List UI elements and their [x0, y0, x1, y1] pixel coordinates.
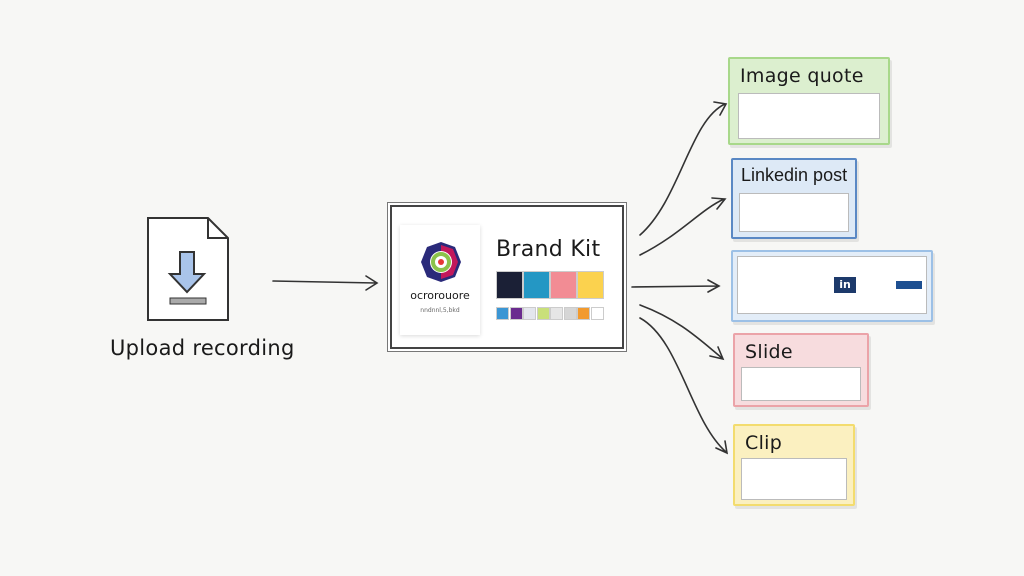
- wide-post-preview: in: [737, 256, 927, 314]
- upload-file-icon: [146, 216, 230, 322]
- secondary-color-swatch: [563, 307, 577, 320]
- arrow-to-linkedin-post: [639, 197, 727, 256]
- clip-label: Clip: [745, 432, 783, 454]
- brand-kit-title: Brand Kit: [496, 237, 601, 262]
- output-card-slide[interactable]: Slide: [733, 333, 869, 407]
- brand-logo-text: ocrorouore: [410, 289, 470, 302]
- follow-button: [896, 281, 922, 289]
- output-card-image-quote[interactable]: Image quote: [728, 57, 890, 145]
- brand-logo-panel: ocrorouore nndnnl,5,bkd: [400, 225, 480, 335]
- primary-color-swatch: [577, 271, 604, 299]
- brand-kit-card: ocrorouore nndnnl,5,bkd Brand Kit: [390, 205, 624, 349]
- secondary-color-swatch: [590, 307, 604, 320]
- image-quote-label: Image quote: [740, 65, 864, 87]
- secondary-color-swatch: [523, 307, 536, 320]
- clip-preview: [741, 458, 847, 500]
- slide-label: Slide: [745, 341, 793, 363]
- linkedin-badge-icon: in: [834, 277, 856, 293]
- primary-color-swatch: [496, 271, 523, 299]
- secondary-color-swatch: [509, 307, 523, 320]
- brand-logo-icon: [421, 242, 461, 282]
- output-card-wide-post[interactable]: in: [731, 250, 933, 322]
- output-card-clip[interactable]: Clip: [733, 424, 855, 506]
- arrow-to-slide: [639, 304, 725, 361]
- upload-recording-label: Upload recording: [110, 336, 295, 360]
- primary-color-swatch: [550, 271, 577, 299]
- output-card-linkedin-post[interactable]: Linkedin post: [731, 158, 857, 239]
- secondary-color-swatch: [550, 307, 563, 320]
- arrow-to-image-quote: [639, 101, 728, 236]
- secondary-color-swatch: [536, 307, 550, 320]
- arrow-upload-to-brandkit: [272, 275, 379, 291]
- linkedin-post-preview: [739, 193, 849, 232]
- brand-logo-subtext: nndnnl,5,bkd: [420, 307, 460, 314]
- linkedin-post-label: Linkedin post: [741, 165, 848, 185]
- secondary-color-swatch: [577, 307, 590, 320]
- secondary-color-swatch: [496, 307, 509, 320]
- arrow-to-wide-post: [631, 279, 721, 293]
- arrow-to-clip: [639, 317, 729, 455]
- slide-preview: [741, 367, 861, 401]
- primary-color-swatch: [523, 271, 550, 299]
- image-quote-preview: [738, 93, 880, 139]
